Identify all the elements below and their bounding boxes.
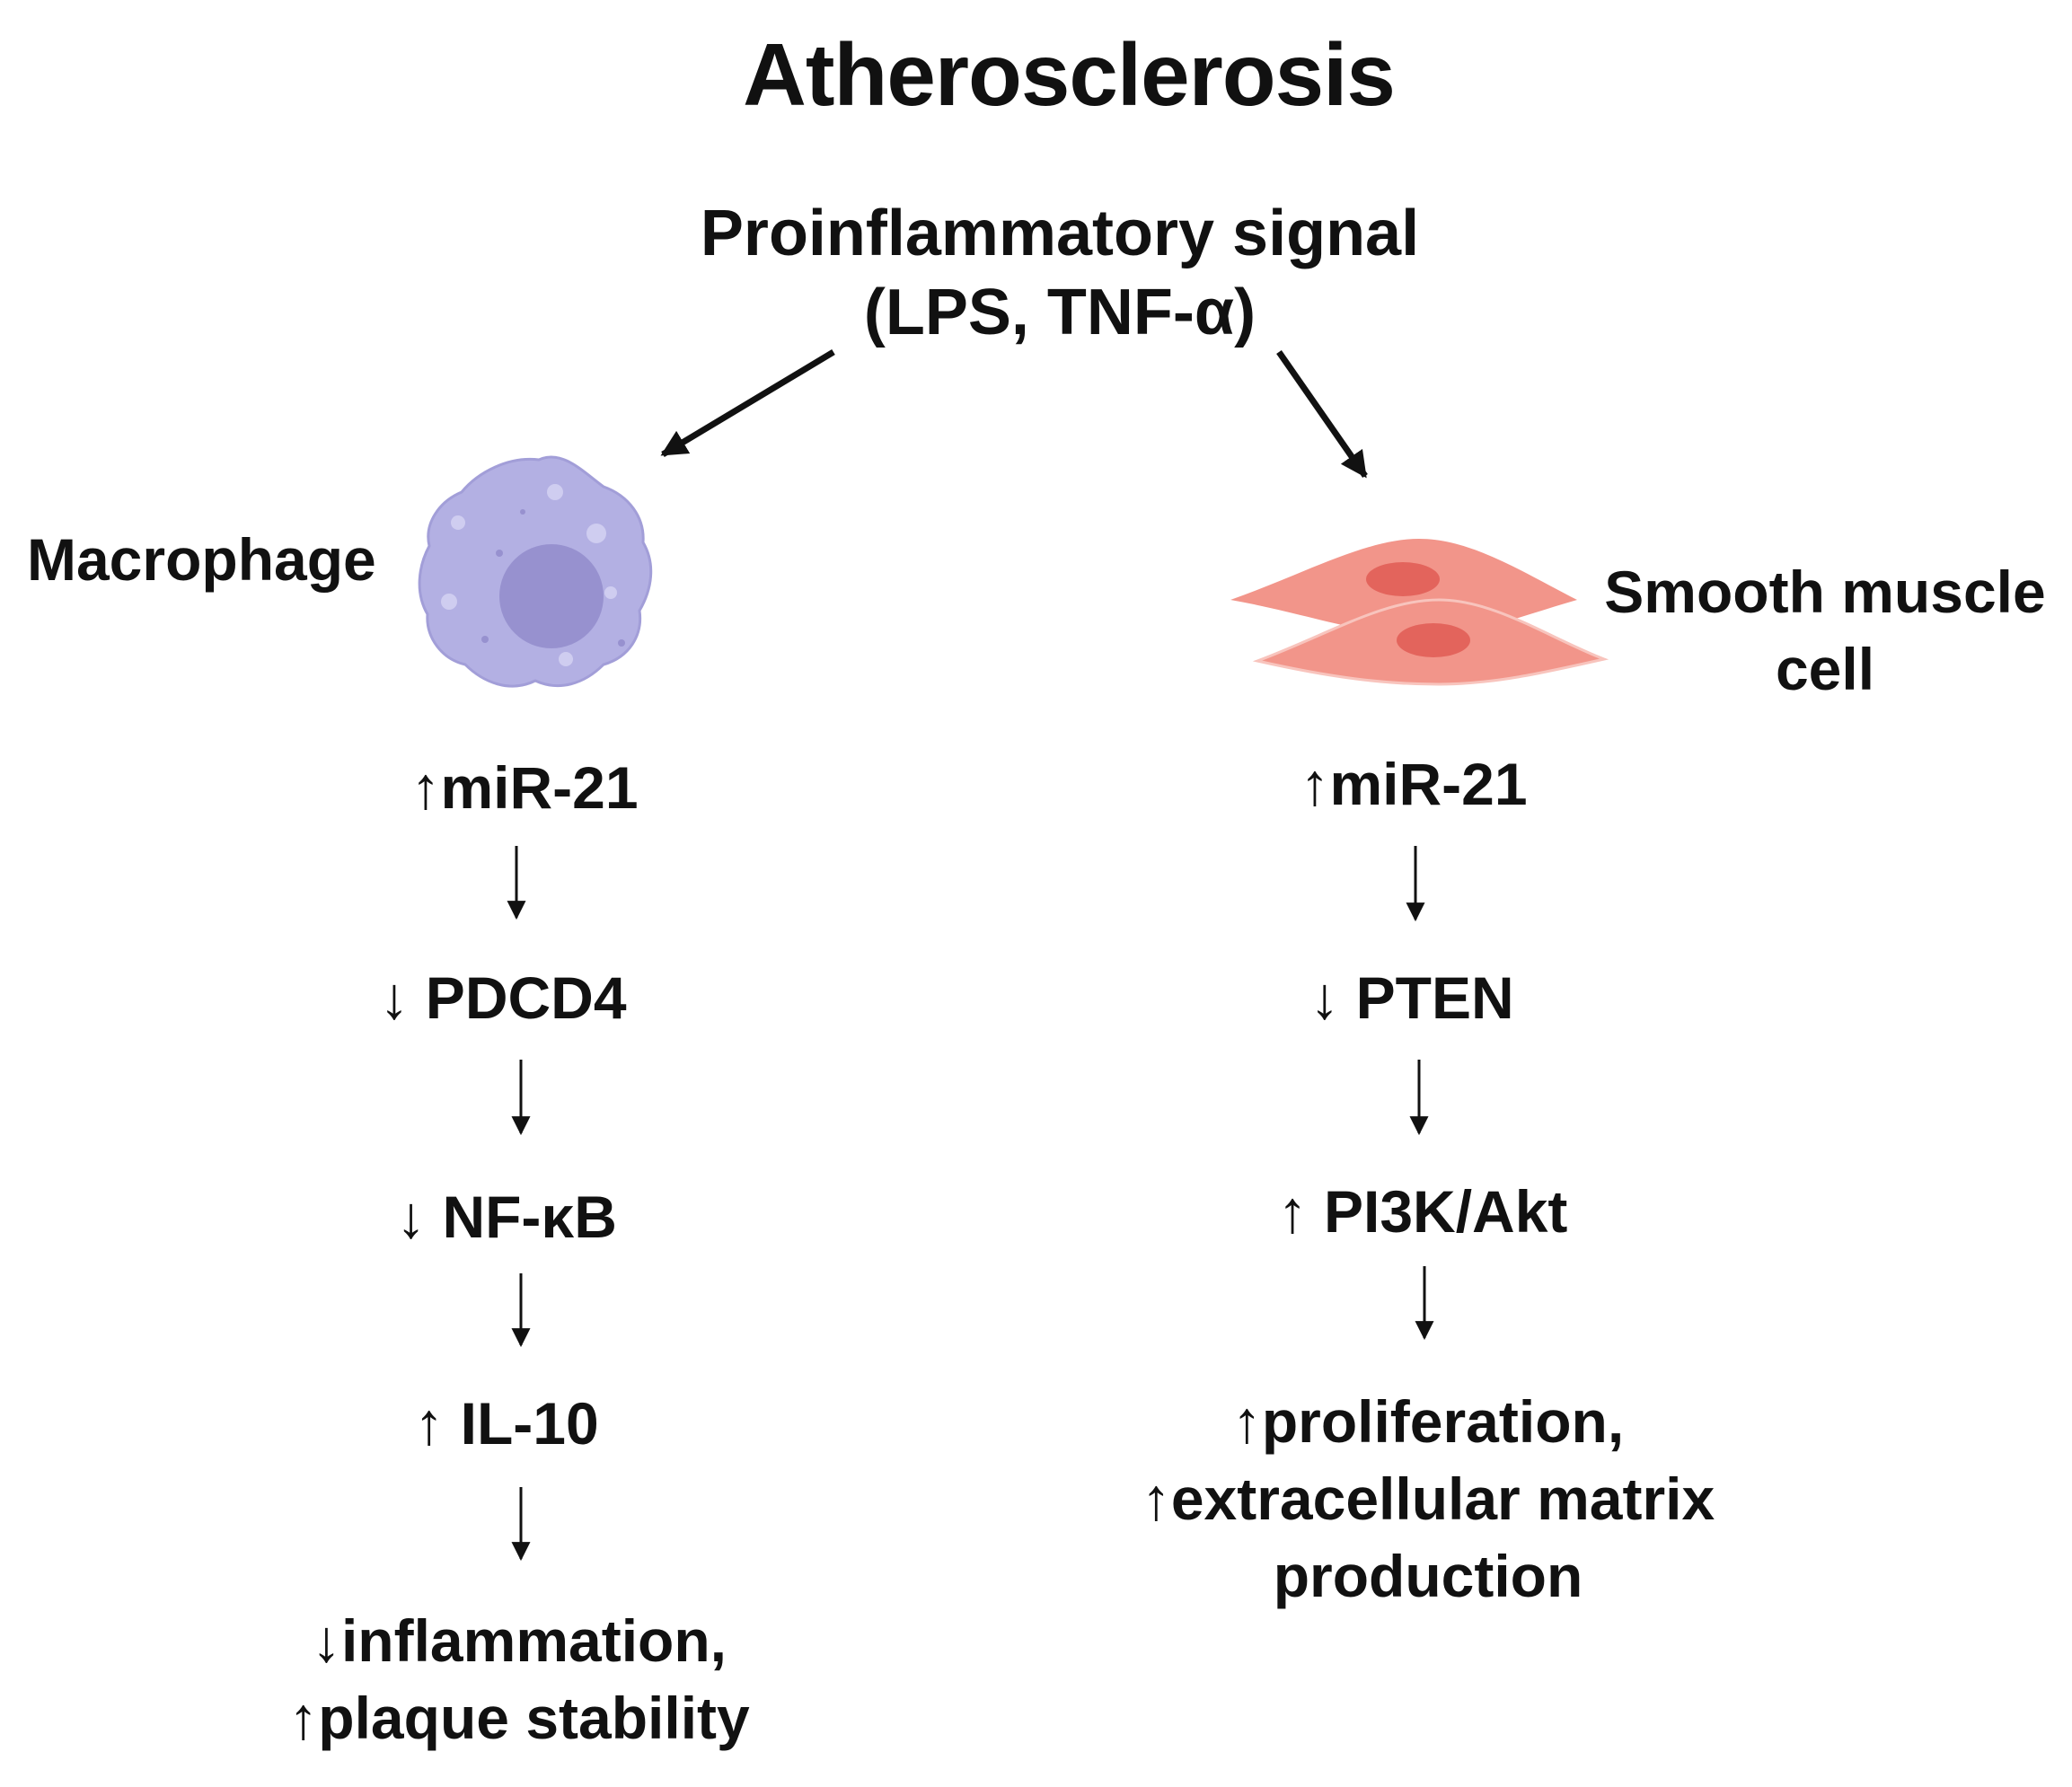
arrow-to-smooth-muscle <box>1276 350 1368 479</box>
macrophage-step-nfkb: ↓ NF-κB <box>396 1184 617 1250</box>
macrophage-cell-icon <box>418 455 653 688</box>
diagram-title: Atherosclerosis <box>743 25 1396 124</box>
smooth-muscle-outcome-line-1: ↑proliferation, <box>1231 1388 1625 1455</box>
macrophage-outcome: ↓inflammation, ↑plaque stability <box>288 1602 749 1756</box>
smooth-muscle-label: Smooth muscle cell <box>1604 553 2045 708</box>
signal-line-1: Proinflammatory signal <box>700 198 1420 269</box>
smooth-muscle-label-line-1: Smooth muscle <box>1604 559 2046 625</box>
macrophage-step-il10: ↑ IL-10 <box>414 1390 599 1457</box>
macrophage-outcome-line-2: ↑plaque stability <box>288 1685 750 1751</box>
macrophage-label: Macrophage <box>27 526 376 593</box>
smooth-muscle-label-line-2: cell <box>1775 636 1875 702</box>
arrow-to-macrophage <box>660 348 835 458</box>
smooth-muscle-step-pten: ↓ PTEN <box>1309 964 1514 1031</box>
macrophage-outcome-line-1: ↓inflammation, <box>311 1607 727 1674</box>
proinflammatory-signal: Proinflammatory signal (LPS, TNF-α) <box>701 194 1419 352</box>
smooth-muscle-outcome-line-3: production <box>1273 1543 1583 1609</box>
smooth-muscle-outcome-line-2: ↑extracellular matrix <box>1141 1466 1715 1532</box>
smooth-muscle-outcome: ↑proliferation, ↑extracellular matrix pr… <box>1142 1383 1715 1615</box>
smooth-muscle-step-pi3k-akt: ↑ PI3K/Akt <box>1277 1178 1568 1245</box>
signal-line-2: (LPS, TNF-α) <box>863 277 1256 348</box>
macrophage-step-mir21: ↑miR-21 <box>410 754 639 821</box>
smooth-muscle-cell-icon <box>1230 539 1609 686</box>
smooth-muscle-step-mir21: ↑miR-21 <box>1300 751 1528 817</box>
macrophage-step-pdcd4: ↓ PDCD4 <box>379 964 627 1031</box>
